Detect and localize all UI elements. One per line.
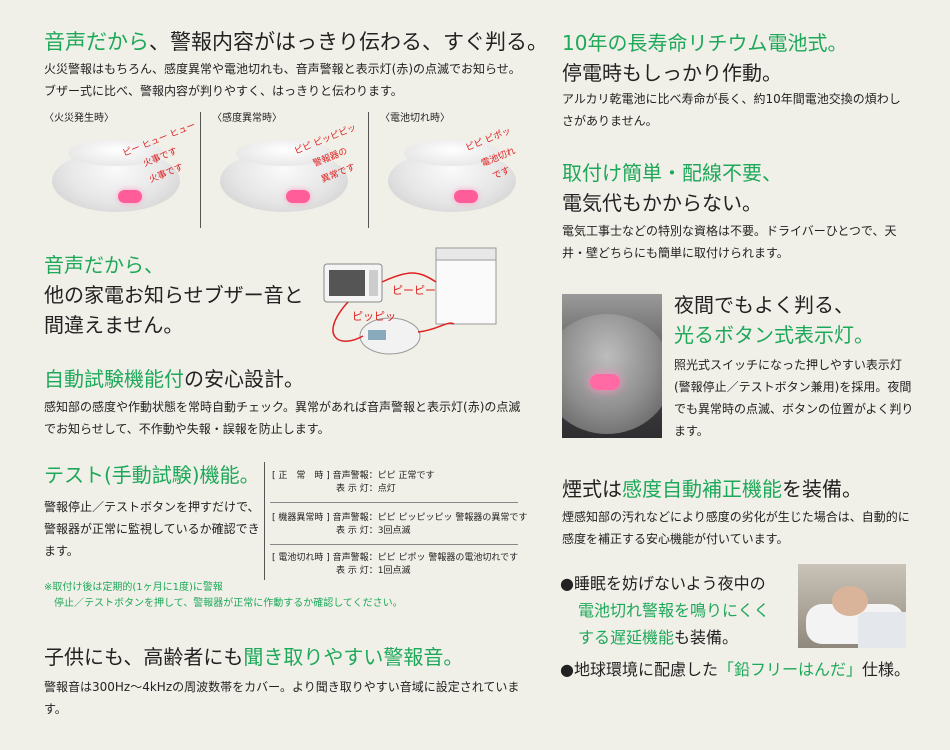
bullet-icon: ● <box>560 660 574 679</box>
note-line2: 停止／テストボタンを押して、警報器が正常に作動するか確認してください。 <box>54 598 403 609</box>
r3-body: 照光式スイッチになった押しやすい表示灯(警報停止／テストボタン兼用)を採用。夜間… <box>674 358 914 438</box>
row-lamp: 表 示 灯：3回点滅 <box>336 526 411 536</box>
bullet-lead-free: ●地球環境に配慮した「鉛フリーはんだ」仕様。 <box>560 656 910 683</box>
r4-title: 煙式は感度自動補正機能を装備。 <box>562 474 862 504</box>
r2-title-line2: 電気代もかからない。 <box>562 191 762 215</box>
label-battery: 〈電池切れ時〉 <box>380 113 450 124</box>
note-line1: ※取付け後は定期的(1ヶ月に1度)に警報 <box>44 582 223 593</box>
bullet-icon: ● <box>560 574 574 593</box>
alarm-led <box>590 374 620 390</box>
test-row-battery: [ 電池切れ時 ] 音声警報：ピピ ピポッ 警報器の電池切れです 表 示 灯：1… <box>272 552 518 578</box>
r4-body: 煙感知部の汚れなどにより感度の劣化が生じた場合は、自動的に感度を補正する安心機能… <box>562 510 910 546</box>
section3-body: 感知部の感度や作動状態を常時自動チェック。異常があれば音声警報と表示灯(赤)の点… <box>44 400 521 436</box>
section4-body: 警報停止／テストボタンを押すだけで、警報器が正常に監視しているか確認できます。 <box>44 500 260 558</box>
divider <box>368 112 369 228</box>
label-sensitivity: 〈感度異常時〉 <box>212 113 282 124</box>
beep-text: ピッピッ <box>352 310 396 323</box>
alarm-led <box>454 190 478 203</box>
r3-title-line1: 夜間でもよく判る、 <box>674 293 854 317</box>
bullet-text: 仕様。 <box>862 660 911 679</box>
bullet-text: 睡眠を妨げないよう夜中の <box>573 574 766 593</box>
row-voice: 音声警報：ピピ 正常です <box>332 471 435 481</box>
section4-title: テスト(手動試験)機能。 <box>44 463 260 487</box>
r1-body: アルカリ乾電池に比べ寿命が長く、約10年間電池交換の煩わしさがありません。 <box>562 92 901 128</box>
section1-title: 音声だから、警報内容がはっきり伝わる、すぐ判る。 <box>44 28 548 56</box>
section2-title-line2: 他の家電お知らせブザー音と <box>44 283 304 307</box>
night-detector-image <box>562 294 662 438</box>
row-voice: 音声警報：ピピ ピポッ 警報器の電池切れです <box>332 553 519 563</box>
smoke-detector-image: ピー ヒュー ヒュー 火事です 火事です <box>52 121 197 222</box>
section3-title-accent: 自動試験機能付 <box>44 367 184 391</box>
alarm-led <box>118 190 142 203</box>
section5-title-accent: 聞き取りやすい警報音。 <box>243 645 464 669</box>
section5-body: 警報音は300Hz～4kHzの周波数帯をカバー。より聞き取りやすい音域に設定され… <box>44 680 520 716</box>
r1-title-accent: 10年の長寿命リチウム電池式。 <box>562 31 848 55</box>
section5-title: 子供にも、高齢者にも聞き取りやすい警報音。 <box>44 642 463 672</box>
divider <box>270 544 518 545</box>
bullet-text: 地球環境に配慮した <box>573 660 718 679</box>
bullet-text-accent: する遅延機能 <box>578 628 675 647</box>
bullet-text-accent: 電池切れ警報を鳴りにくく <box>578 601 770 620</box>
r4-title-part: を装備。 <box>782 477 862 501</box>
row-voice: 音声警報：ピピ ピッピッピッ 警報器の異常です <box>332 513 528 523</box>
row-label: [ 電池切れ時 ] <box>272 553 330 563</box>
r4-title-part: 煙式は <box>562 477 622 501</box>
section1-title-rest: 、警報内容がはっきり伝わる、すぐ判る。 <box>149 30 548 54</box>
r1-title-line2: 停電時もしっかり作動。 <box>562 61 782 85</box>
section2-title-accent: 音声だから、 <box>44 253 164 277</box>
test-row-normal: [ 正 常 時 ] 音声警報：ピピ 正常です 表 示 灯：点灯 <box>272 470 435 496</box>
appliance-illustration <box>323 247 497 355</box>
beep-text: ピーピー <box>392 284 436 297</box>
bullet-text-accent: 「鉛フリーはんだ」 <box>717 660 862 679</box>
row-label: [ 機器異常時 ] <box>272 513 330 523</box>
divider <box>264 462 265 580</box>
section5-title-rest: 子供にも、高齢者にも <box>44 645 244 669</box>
alarm-led <box>286 190 310 203</box>
sleeping-person-image <box>798 564 906 648</box>
section1-body: 火災警報はもちろん、感度異常や電池切れも、音声警報と表示灯(赤)の点滅でお知らせ… <box>44 62 521 98</box>
divider <box>270 502 518 503</box>
test-row-device-error: [ 機器異常時 ] 音声警報：ピピ ピッピッピッ 警報器の異常です 表 示 灯：… <box>272 512 527 538</box>
bullet-delay-feature: ●睡眠を妨げないよう夜中の 電池切れ警報を鳴りにくく する遅延機能も装備。 <box>560 570 770 651</box>
bullet-text: も装備。 <box>674 628 739 647</box>
smoke-detector-image: ピピ ピッピピッ 警報器の 異常です <box>220 123 358 222</box>
divider <box>200 112 201 228</box>
section3-title-rest: の安心設計。 <box>184 367 304 391</box>
row-label: [ 正 常 時 ] <box>272 471 330 481</box>
section2-title-line3: 間違えません。 <box>44 313 184 337</box>
r2-title-accent: 取付け簡単・配線不要、 <box>562 161 782 185</box>
r4-title-accent: 感度自動補正機能 <box>622 477 782 501</box>
section3-title: 自動試験機能付の安心設計。 <box>44 364 304 394</box>
smoke-detector-image: ピピ ピポッ 電池切れ です <box>388 126 518 222</box>
label-fire: 〈火災発生時〉 <box>44 113 114 124</box>
section1-title-accent: 音声だから <box>44 30 149 54</box>
row-lamp: 表 示 灯：点灯 <box>336 484 396 494</box>
r3-title-accent: 光るボタン式表示灯。 <box>674 323 874 347</box>
row-lamp: 表 示 灯：1回点滅 <box>336 566 411 576</box>
r2-body: 電気工事士などの特別な資格は不要。ドライバーひとつで、天井・壁どちらにも簡単に取… <box>562 224 897 260</box>
